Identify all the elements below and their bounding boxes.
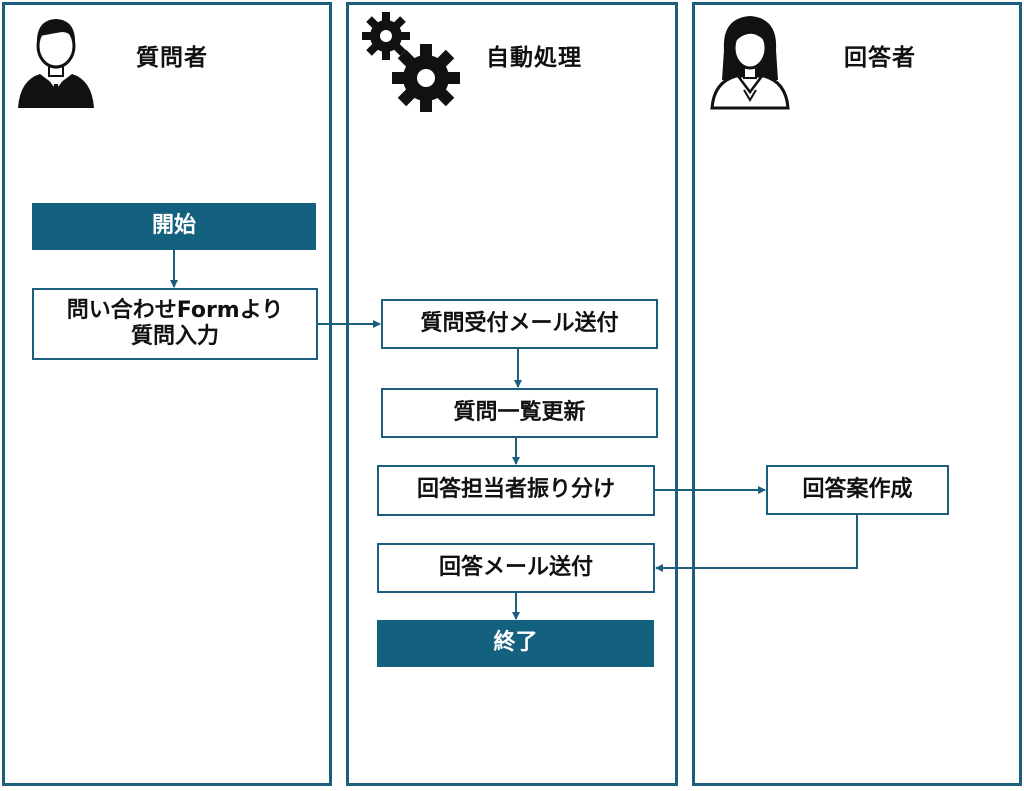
assign-node: 回答担当者振り分け xyxy=(377,465,655,516)
receipt-mail-node: 質問受付メール送付 xyxy=(381,299,658,349)
form-input-line1: 問い合わせFormより xyxy=(66,297,284,323)
form-input-node: 問い合わせFormより 質問入力 xyxy=(32,288,318,360)
arrow-draft-to-answer-mail xyxy=(655,515,858,572)
start-node: 開始 xyxy=(32,203,316,250)
lane-answerer xyxy=(692,2,1022,786)
answer-mail-node: 回答メール送付 xyxy=(377,543,655,593)
businesswoman-icon xyxy=(710,16,790,110)
lane-title-questioner: 質問者 xyxy=(136,45,208,71)
draft-answer-node: 回答案作成 xyxy=(766,465,949,515)
end-node: 終了 xyxy=(377,620,654,667)
form-input-line2: 質問入力 xyxy=(130,324,219,349)
businessman-icon xyxy=(18,19,94,108)
lane-title-automation: 自動処理 xyxy=(486,45,582,71)
list-update-node: 質問一覧更新 xyxy=(381,388,658,438)
lane-title-answerer: 回答者 xyxy=(844,45,916,71)
lane-questioner xyxy=(2,2,332,786)
gears-icon xyxy=(362,12,460,112)
lane-automation xyxy=(346,2,678,786)
